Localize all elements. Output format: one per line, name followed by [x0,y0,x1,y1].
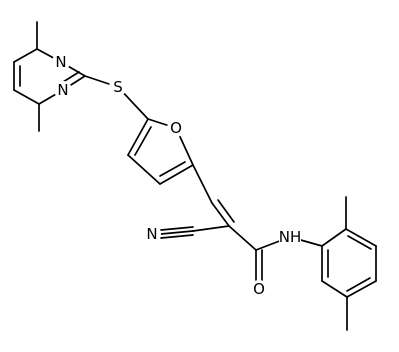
bond-fc2-vinyl [192,164,213,204]
bond-nitrile-a [160,230,194,235]
atom-labels: N N S O N NH O [52,53,301,298]
atom-nh-amide: NH [279,228,302,246]
s-thioether-bg [109,78,127,96]
bond-vinyl-calpha [211,202,230,227]
n-nitrile-bg [143,225,161,243]
n-pyr-bottom-bg [54,81,72,99]
atom-o-furan: O [170,119,182,137]
atom-n-pyr-top: N [55,53,66,71]
atom-s-thioether: S [113,78,123,96]
bond-ar2-ar3-inner [347,235,372,250]
bond-fc4-fc5-inner [134,126,152,156]
bond-calpha-cn [192,225,230,232]
bond-fc4-fc5 [127,118,149,156]
bond-ar4-ar5 [346,280,377,298]
bond-c6-c5 [13,89,40,105]
atom-n-nitrile: N [146,225,157,243]
bonds [13,21,377,331]
atom-o-carbonyl: O [253,280,265,298]
bond-ar2-ar3 [345,228,377,247]
bond-ar4-ar5-inner [346,277,371,292]
n-pyr-top-bg [52,53,70,71]
o-carbonyl-bg [250,280,268,298]
bond-fc2-fc3 [159,164,194,185]
atom-n-pyr-bottom: N [57,81,68,99]
bond-c4-c3 [13,48,38,63]
nh-amide-bg [279,227,301,247]
bond-nitrile-c [160,234,194,239]
bond-calpha-carbonyl [228,225,257,251]
bond-vinyl-calpha-inner [217,199,235,223]
bond-nitrile-b [160,226,194,231]
bond-c2-n1-inner [62,71,80,83]
bond-ar5-ar6 [321,280,348,298]
o-furan-bg [167,119,185,137]
bond-fc3-fc4 [127,154,161,185]
bond-fc2-fc3-inner [159,161,186,177]
bond-ar1-ar2 [321,228,347,247]
